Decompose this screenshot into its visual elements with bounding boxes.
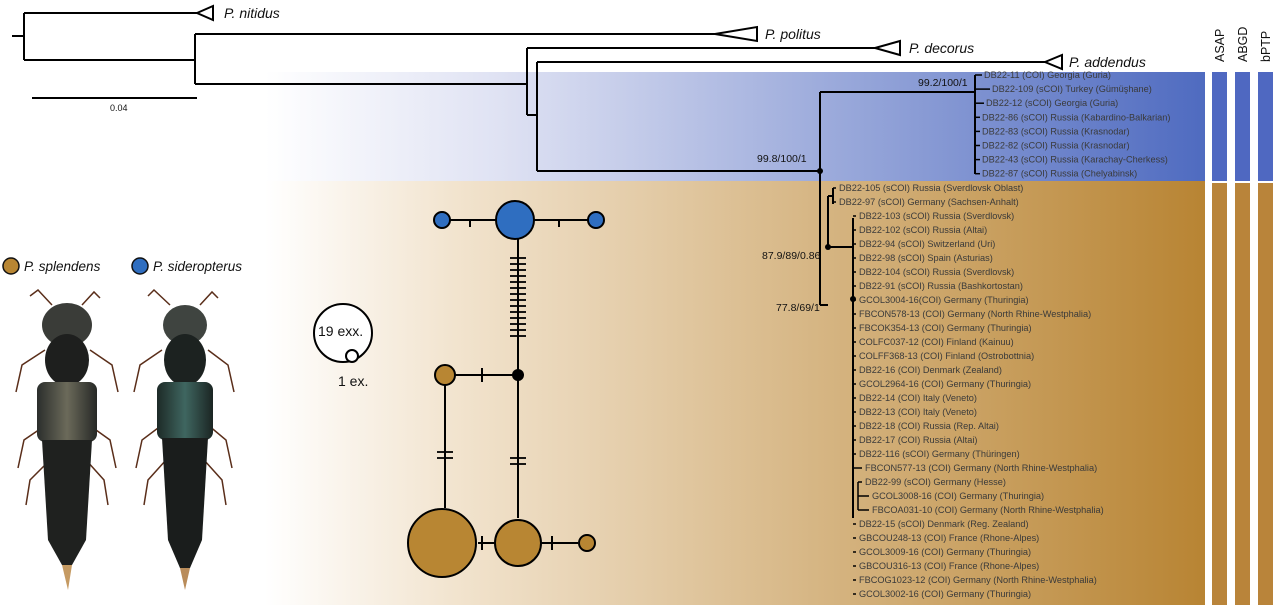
tip-label: DB22-18 (COI) Russia (Rep. Altai) — [859, 421, 999, 431]
haplotype-gold-medium — [494, 519, 542, 567]
tip-label: FBCON577-13 (COI) Germany (North Rhine-W… — [865, 463, 1097, 473]
tip-label: DB22-13 (COI) Italy (Veneto) — [859, 407, 977, 417]
tip-label: DB22-12 (sCOI) Georgia (Guria) — [986, 98, 1118, 108]
haplotype-blue-large — [495, 200, 535, 240]
tip-label: GCOL3009-16 (COI) Germany (Thuringia) — [859, 547, 1031, 557]
clade-band-blue — [265, 72, 1205, 181]
legend-label-splendens: P. splendens — [24, 259, 101, 274]
tip-label: GCOL3002-16 (COI) Germany (Thuringia) — [859, 589, 1031, 599]
haplotype-gold-small — [434, 364, 456, 386]
tip-label: DB22-82 (sCOI) Russia (Krasnodar) — [982, 141, 1130, 151]
bptp-bar-gold — [1258, 183, 1273, 605]
clade-band-gold — [265, 181, 1205, 605]
tip-label: DB22-116 (sCOI) Germany (Thüringen) — [859, 449, 1020, 459]
tip-label: DB22-83 (sCOI) Russia (Krasnodar) — [982, 126, 1130, 136]
haplotype-blue-small — [587, 211, 605, 229]
tip-label: DB22-43 (sCOI) Russia (Karachay-Cherkess… — [982, 155, 1168, 165]
tip-label: GCOL3008-16 (COI) Germany (Thuringia) — [872, 491, 1044, 501]
beetle-image-sideropterus — [133, 288, 235, 590]
tip-label: GBCOU316-13 (COI) France (Rhone-Alpes) — [859, 561, 1039, 571]
clade-label-addendus: P. addendus — [1069, 54, 1146, 70]
haplotype-gold-small — [578, 534, 596, 552]
haplotype-gold-large — [407, 508, 477, 578]
column-header-abgd: ABGD — [1236, 27, 1250, 62]
column-header-asap: ASAP — [1213, 29, 1227, 62]
tip-label: DB22-97 (sCOI) Germany (Sachsen-Anhalt) — [839, 197, 1019, 207]
size-legend-large-label: 19 exx. — [318, 323, 363, 339]
haplotype-blue-small — [433, 211, 451, 229]
legend-label-sideropterus: P. sideropterus — [153, 259, 242, 274]
scale-label: 0.04 — [110, 103, 128, 113]
asap-bar-blue — [1212, 72, 1227, 181]
tip-label: DB22-91 (sCOI) Russia (Bashkortostan) — [859, 281, 1023, 291]
asap-bar-gold — [1212, 183, 1227, 605]
abgd-bar-blue — [1235, 72, 1250, 181]
collapsed-clades — [194, 4, 1063, 71]
tip-label: COLFF368-13 (COI) Finland (Ostrobottnia) — [859, 351, 1034, 361]
node-dot — [825, 244, 831, 250]
column-header-bptp: bPTP — [1259, 31, 1273, 62]
tip-label: DB22-104 (sCOI) Russia (Sverdlovsk) — [859, 267, 1014, 277]
clade-triangle-addendus — [1042, 53, 1063, 71]
tip-label: DB22-87 (sCOI) Russia (Chelyabinsk) — [982, 169, 1137, 179]
tip-label: DB22-86 (sCOI) Russia (Kabardino-Balkari… — [982, 112, 1170, 122]
tip-label: DB22-105 (sCOI) Russia (Sverdlovsk Oblas… — [839, 183, 1023, 193]
abgd-bar-gold — [1235, 183, 1250, 605]
size-legend-large — [313, 303, 373, 363]
clade-triangle-nitidus — [194, 4, 214, 22]
tip-label: COLFC037-12 (COI) Finland (Kainuu) — [859, 337, 1014, 347]
size-legend-small-label: 1 ex. — [338, 373, 368, 389]
tip-label: DB22-94 (sCOI) Switzerland (Uri) — [859, 239, 995, 249]
legend-dot-splendens — [2, 257, 20, 275]
node-dot — [850, 296, 856, 302]
clade-label-nitidus: P. nitidus — [224, 5, 280, 21]
tip-label: DB22-15 (sCOI) Denmark (Reg. Zealand) — [859, 519, 1029, 529]
clade-label-politus: P. politus — [765, 26, 821, 42]
haplotype-network — [407, 200, 605, 578]
haplotype-median-vector — [512, 369, 524, 381]
clade-triangle-politus — [714, 25, 758, 43]
tip-label: DB22-16 (COI) Denmark (Zealand) — [859, 365, 1002, 375]
support-value: 99.8/100/1 — [757, 153, 807, 165]
clade-label-decorus: P. decorus — [909, 40, 974, 56]
tip-label: FBCON578-13 (COI) Germany (North Rhine-W… — [859, 309, 1091, 319]
tip-label: DB22-17 (COI) Russia (Altai) — [859, 435, 977, 445]
tip-label: DB22-109 (sCOI) Turkey (Gümüşhane) — [992, 84, 1152, 94]
tip-label: DB22-99 (sCOI) Germany (Hesse) — [865, 477, 1006, 487]
tip-label: DB22-98 (sCOI) Spain (Asturias) — [859, 253, 993, 263]
gold-tip-group: DB22-105 (sCOI) Russia (Sverdlovsk Oblas… — [833, 183, 1104, 599]
tip-label: DB22-14 (COI) Italy (Veneto) — [859, 393, 977, 403]
support-value: 99.2/100/1 — [918, 77, 968, 89]
beetle-image-splendens — [15, 288, 119, 590]
blue-tip-group: DB22-11 (COI) Georgia (Guria) DB22-109 (s… — [975, 70, 1170, 179]
node-dot — [817, 168, 823, 174]
legend-dot-sideropterus — [131, 257, 149, 275]
size-legend-small — [345, 349, 359, 363]
tip-label: FBCOA031-10 (COI) Germany (North Rhine-W… — [872, 505, 1104, 515]
tip-label: FBCOG1023-12 (COI) Germany (North Rhine-… — [859, 575, 1097, 585]
bptp-bar-blue — [1258, 72, 1273, 181]
tip-label: GCOL2964-16 (COI) Germany (Thuringia) — [859, 379, 1031, 389]
tip-label: DB22-102 (sCOI) Russia (Altai) — [859, 225, 987, 235]
tip-label: GCOL3004-16(COI) Germany (Thuringia) — [859, 295, 1029, 305]
tip-label: FBCOK354-13 (COI) Germany (Thuringia) — [859, 323, 1032, 333]
tip-label: GBCOU248-13 (COI) France (Rhone-Alpes) — [859, 533, 1039, 543]
support-value: 87.9/89/0.86 — [762, 250, 821, 262]
support-value: 77.8/69/1 — [776, 302, 820, 314]
clade-triangle-decorus — [871, 39, 901, 57]
tip-label: DB22-103 (sCOI) Russia (Sverdlovsk) — [859, 211, 1014, 221]
tip-label: DB22-11 (COI) Georgia (Guria) — [984, 70, 1111, 80]
